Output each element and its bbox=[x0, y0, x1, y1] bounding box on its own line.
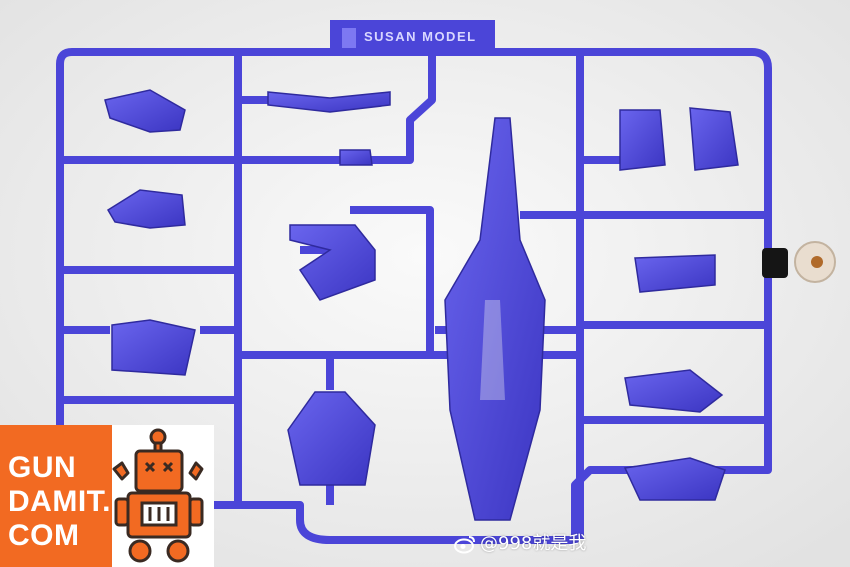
logo-line-1: GUN bbox=[8, 451, 77, 484]
weibo-icon bbox=[454, 536, 475, 554]
part-right-block bbox=[634, 254, 716, 293]
runner-tag-label: SUSAN MODEL bbox=[364, 29, 477, 44]
robot-mascot-icon bbox=[112, 428, 204, 563]
logo-line-2: DAMIT. bbox=[8, 485, 111, 518]
part-right-armor-2 bbox=[689, 107, 739, 171]
part-central-blade bbox=[444, 117, 546, 521]
part-top-bar bbox=[267, 91, 391, 113]
part-small-peg bbox=[339, 149, 373, 166]
gundamit-logo: GUN DAMIT. COM bbox=[0, 425, 214, 567]
part-top-left-armor bbox=[104, 89, 186, 133]
part-central-cutout bbox=[480, 300, 505, 400]
logo-text-panel: GUN DAMIT. COM bbox=[0, 425, 112, 567]
runner-tag bbox=[330, 20, 495, 56]
sprue-parts bbox=[104, 89, 739, 521]
part-left-shield bbox=[111, 319, 196, 376]
part-left-armor-2 bbox=[106, 189, 186, 229]
part-right-joint-1 bbox=[624, 369, 724, 413]
part-hex-plate bbox=[287, 391, 376, 486]
clear-part-clip bbox=[762, 241, 836, 283]
runner-frame bbox=[56, 48, 772, 544]
part-right-joint-2 bbox=[623, 457, 726, 501]
logo-line-3: COM bbox=[8, 519, 80, 552]
part-collar bbox=[289, 224, 376, 301]
watermark-text: @998就是我 bbox=[480, 533, 587, 554]
part-right-armor-1 bbox=[619, 109, 666, 171]
weibo-watermark: @998就是我 bbox=[454, 533, 586, 555]
